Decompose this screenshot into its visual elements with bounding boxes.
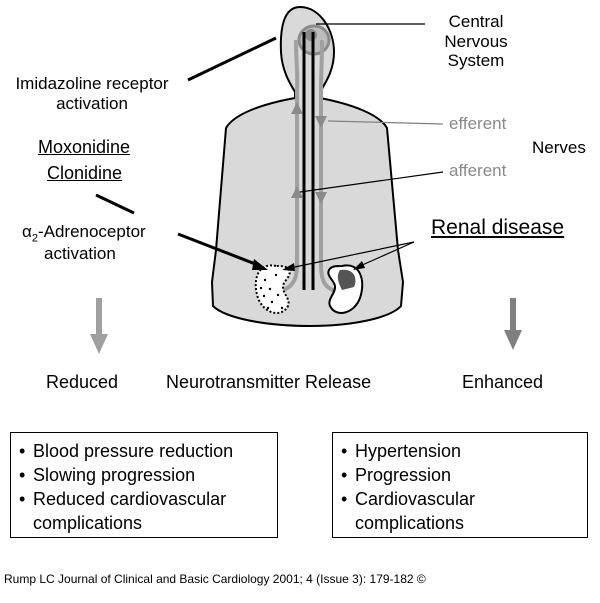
- afferent-arrowhead-lower: [291, 186, 303, 198]
- nerve-tract-right-gray: [319, 39, 341, 294]
- alpha-label-line2: activation: [44, 244, 116, 263]
- outcome-item: Cardiovascular: [341, 487, 579, 511]
- enhanced-arrow-shaft: [510, 298, 516, 332]
- reduced-outcomes-box: Blood pressure reduction Slowing progres…: [10, 432, 278, 538]
- drug-moxonidine: Moxonidine: [38, 137, 131, 157]
- nerve-tract-left-gray: [274, 39, 300, 294]
- renal-disease-label: Renal disease: [431, 216, 565, 239]
- alpha-leader: [177, 232, 259, 267]
- outcome-item-continuation: complications: [33, 513, 143, 533]
- imidazoline-label: Imidazoline receptor activation: [15, 74, 169, 113]
- drug-clonidine: Clonidine: [47, 163, 123, 183]
- efferent-arrowhead-upper: [315, 116, 327, 128]
- efferent-arrowhead-lower: [315, 192, 327, 204]
- afferent-arrowhead-upper: [291, 102, 303, 114]
- imidazoline-leader: [187, 36, 277, 82]
- efferent-leader: [327, 120, 444, 125]
- renal-leader-2-arrowhead: [353, 261, 365, 270]
- afferent-label: afferent: [449, 161, 507, 180]
- nerves-label: Nerves: [532, 138, 586, 157]
- outcome-item: Hypertension: [341, 439, 579, 463]
- alpha-label-line1: α2-Adrenoceptor: [22, 222, 146, 245]
- outcome-item: Reduced cardiovascular: [19, 487, 269, 511]
- renal-leader-1: [289, 241, 415, 269]
- alpha-leader-arrowhead: [252, 259, 268, 270]
- afferent-leader: [299, 171, 444, 193]
- outcome-item: Slowing progression: [19, 463, 269, 487]
- body-silhouette: [210, 5, 405, 328]
- renal-leader-2: [359, 241, 415, 267]
- cns-label: Central Nervous System: [444, 12, 508, 71]
- kidney-left-dots: [259, 273, 284, 310]
- renal-leader-1-arrowhead: [282, 263, 295, 271]
- citation: Rump LC Journal of Clinical and Basic Ca…: [4, 572, 426, 586]
- brain-dot: [305, 29, 317, 41]
- efferent-label: efferent: [449, 114, 507, 133]
- reduced-label: Reduced: [46, 372, 119, 392]
- kidney-right-diseased: [337, 269, 356, 290]
- neurotransmitter-label: Neurotransmitter Release: [166, 372, 372, 392]
- outcome-item: Blood pressure reduction: [19, 439, 269, 463]
- enhanced-arrowhead: [504, 330, 522, 350]
- enhanced-outcomes-box: Hypertension Progression Cardiovascular …: [332, 432, 588, 538]
- reduced-arrow-shaft: [96, 298, 102, 336]
- reduced-arrowhead: [90, 334, 108, 354]
- outcome-item-continuation: complications: [355, 513, 465, 533]
- drug-leader: [95, 193, 135, 215]
- outcome-item: Progression: [341, 463, 579, 487]
- enhanced-label: Enhanced: [462, 372, 544, 392]
